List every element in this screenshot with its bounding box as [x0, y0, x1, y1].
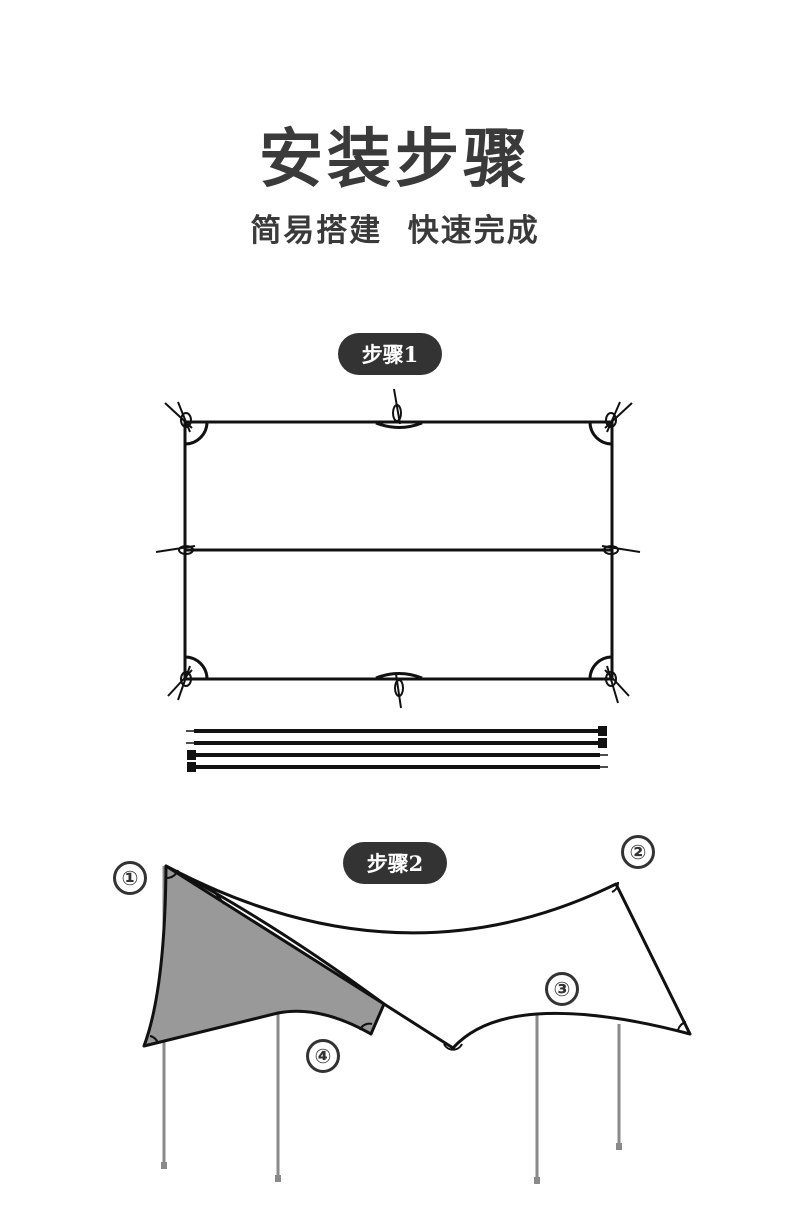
page-title: 安装步骤: [259, 122, 531, 197]
tie-loop: [605, 412, 617, 428]
tie-loop: [180, 412, 192, 428]
pole-cap: [598, 738, 607, 748]
tie-line: [177, 665, 191, 701]
tie-line: [395, 673, 402, 709]
edge-reinforcement: [213, 891, 225, 905]
marker-3: ③: [545, 972, 579, 1006]
marker-4: ④: [306, 1039, 340, 1073]
pole-cap: [598, 726, 607, 736]
step-2-badge: 步骤2: [343, 842, 447, 884]
tie-loop: [178, 545, 194, 555]
tie-line: [177, 401, 191, 433]
corner-reinforcement: [184, 421, 209, 446]
pole-cap: [187, 750, 196, 760]
page-subtitle: 简易搭建 快速完成: [250, 213, 540, 249]
tarp-shaded-panel: [142, 864, 386, 1048]
marker-2: ②: [621, 835, 655, 869]
tie-line: [393, 388, 401, 425]
corner-reinforcement: [184, 655, 209, 680]
corner-reinforcement: [677, 1021, 687, 1031]
corner-reinforcement: [165, 869, 179, 879]
tie-loop: [603, 545, 619, 555]
corner-reinforcement: [588, 421, 613, 446]
poles: [192, 729, 602, 769]
corner-reinforcement: [359, 1022, 373, 1031]
step-1-badge: 步骤1: [338, 333, 442, 375]
tie-line: [606, 665, 619, 704]
edge-reinforcement: [375, 672, 423, 680]
corner-reinforcement: [611, 881, 620, 893]
tie-line: [155, 545, 196, 553]
corner-reinforcement: [149, 1035, 159, 1045]
tie-loop: [605, 671, 617, 687]
marker-1: ①: [113, 861, 147, 895]
tie-loop: [180, 671, 192, 687]
pole-cap: [187, 762, 196, 772]
tie-line: [601, 545, 641, 553]
corner-reinforcement: [588, 655, 613, 680]
tie-line: [606, 401, 621, 433]
corner-reinforcement: [443, 1043, 463, 1051]
edge-reinforcement: [375, 421, 423, 429]
